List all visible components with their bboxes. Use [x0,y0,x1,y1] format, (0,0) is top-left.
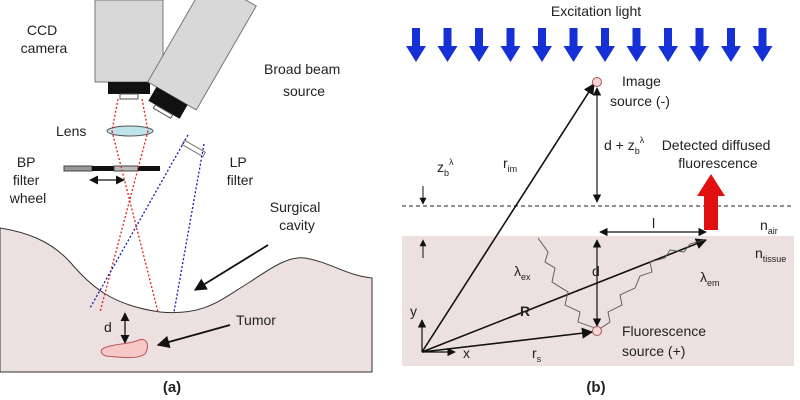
ccd-camera-body [94,0,164,83]
excitation-light-label: Excitation light [551,3,641,19]
bp-filter-wheel-label: BP filter wheel [9,154,47,206]
tumor-shape [100,338,148,359]
fluorescence-source-dot [592,326,602,336]
ccd-camera-mount [108,82,150,94]
panel-b: Excitation light Image source (-) Detect… [402,3,794,396]
panel-a: CCD camera Broad beam source Lens BP fil… [0,0,373,396]
r-s-label: rs [532,345,542,364]
lp-filter [181,139,207,158]
x-label: x [463,345,470,361]
r-im-vector [421,83,595,353]
excitation-arrow [752,28,773,62]
excitation-arrow [689,28,710,62]
panel-b-label: (b) [586,379,605,396]
lambda-ex-label: λex [514,263,531,282]
excitation-arrow [563,28,584,62]
excitation-arrow [406,28,426,62]
d-label: d [592,263,600,279]
excitation-arrow [626,28,647,62]
broad-beam-source-label: Broad beam source [264,61,344,99]
lens [106,125,154,137]
broad-beam-source [147,0,257,119]
lens-label: Lens [56,123,86,139]
y-label: y [410,303,417,319]
zb-label: zbλ [437,157,454,178]
depth-label: d [104,319,112,335]
excitation-arrow [658,28,678,62]
lp-filter-label: LP filter [227,154,254,188]
image-source-dot [592,77,602,87]
camera-rays [99,98,159,313]
R-vector [421,238,708,353]
lambda-em-label: λem [700,269,720,288]
tissue-surface [0,227,373,373]
tissue-region [402,236,794,366]
fluorescence-source-label: Fluorescence source (+) [622,323,710,359]
l-label: l [652,215,655,231]
n-tissue-label: ntissue [755,245,786,264]
excitation-arrow [721,28,741,62]
excitation-walk-path [537,237,596,329]
excitation-arrows [406,28,773,62]
detected-fluorescence-label: Detected diffused fluorescence [662,137,775,171]
image-source-label: Image source (-) [610,73,670,109]
excitation-arrow [437,28,458,62]
ccd-camera-label: CCD camera [21,22,68,56]
cavity-pointer [193,244,269,291]
detected-fluorescence-arrow [697,174,725,230]
R-label: R [520,303,530,319]
bp-filter-wheel [63,165,160,172]
excitation-arrow [469,28,489,62]
source-rays [89,134,205,313]
d-plus-zb-label: d + zbλ [604,135,645,156]
excitation-arrow [595,28,615,62]
surgical-cavity-label: Surgical cavity [270,199,324,233]
r-im-label: rim [503,155,517,174]
emission-walk-path [597,239,705,331]
tumor-pointer [156,324,231,349]
panel-a-label: (a) [163,379,181,396]
excitation-arrow [500,28,521,62]
excitation-arrow [532,28,552,62]
tumor-label: Tumor [236,312,276,328]
n-air-label: nair [760,217,778,236]
ccd-camera-lens-ring [119,93,139,100]
